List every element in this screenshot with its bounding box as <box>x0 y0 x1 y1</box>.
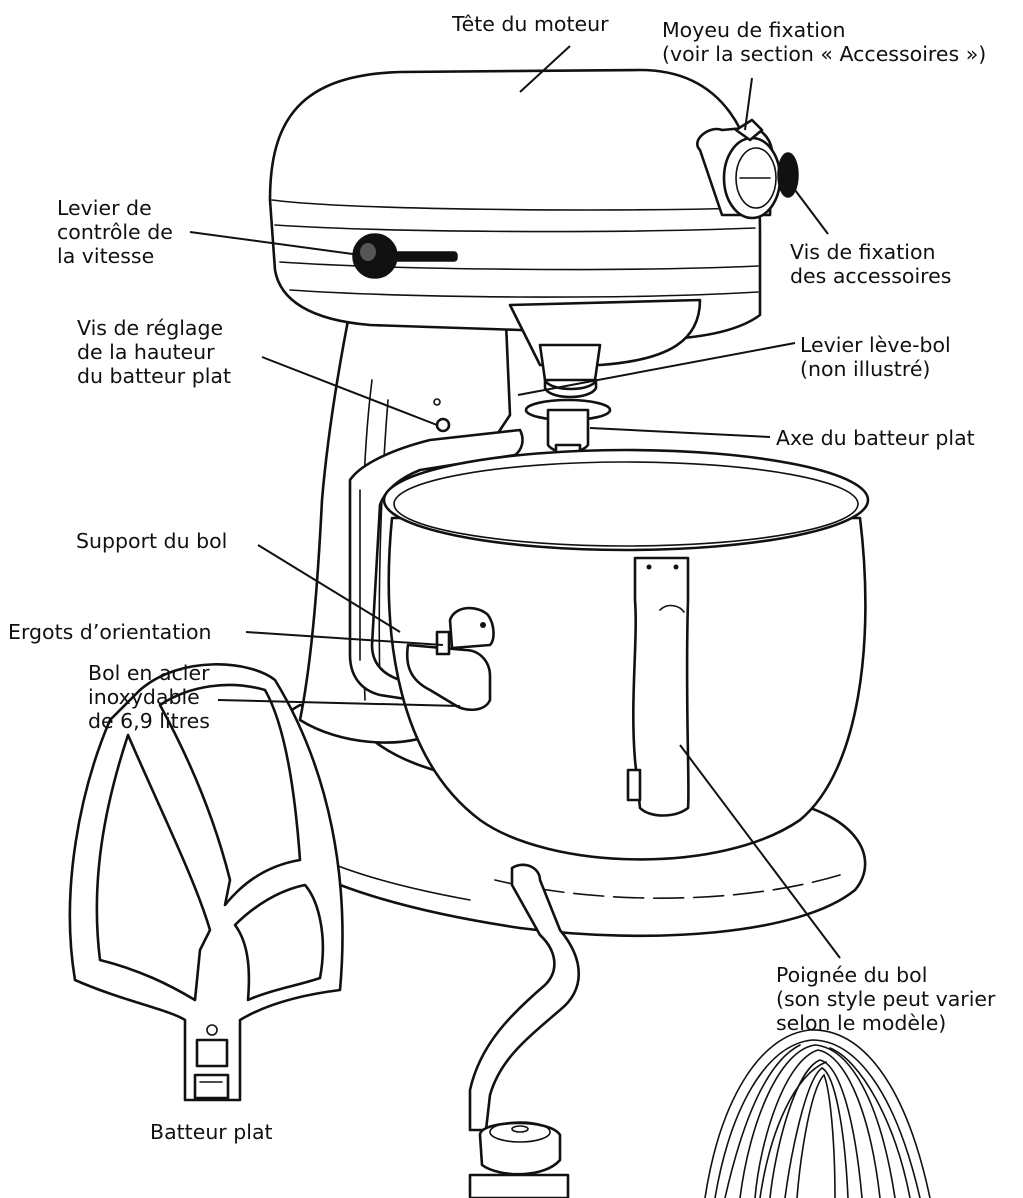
wire-whip <box>704 1029 931 1198</box>
beater-shaft <box>524 398 612 462</box>
speed-control-knob <box>352 233 458 279</box>
label-height-screw: Vis de réglage de la hauteur du batteur … <box>77 316 232 388</box>
label-beater-shaft: Axe du batteur plat <box>776 426 975 450</box>
leader-lines <box>189 45 841 959</box>
label-bowl-handle: Poignée du bol (son style peut varier se… <box>776 963 996 1035</box>
label-bowl-lift-lever: Levier lève-bol (non illustré) <box>800 333 951 381</box>
locating-pins-bracket <box>405 606 495 711</box>
label-motor-head: Tête du moteur <box>452 12 609 36</box>
label-attachment-hub: Moyeu de fixation (voir la section « Acc… <box>662 18 987 66</box>
motor-head <box>268 68 762 399</box>
dough-hook <box>468 863 580 1198</box>
bowl-handle <box>626 556 690 817</box>
flat-beater <box>68 663 344 1102</box>
label-bowl-support: Support du bol <box>76 529 228 553</box>
label-steel-bowl: Bol en acier inoxydable de 6,9 litres <box>88 661 210 733</box>
label-speed-lever: Levier de contrôle de la vitesse <box>57 196 173 268</box>
label-locating-pins: Ergots d’orientation <box>8 620 212 644</box>
label-flat-beater: Batteur plat <box>150 1120 273 1144</box>
attachment-hub <box>696 118 799 220</box>
stainless-steel-bowl <box>382 448 870 861</box>
label-attachment-screw: Vis de fixation des accessoires <box>790 240 952 288</box>
